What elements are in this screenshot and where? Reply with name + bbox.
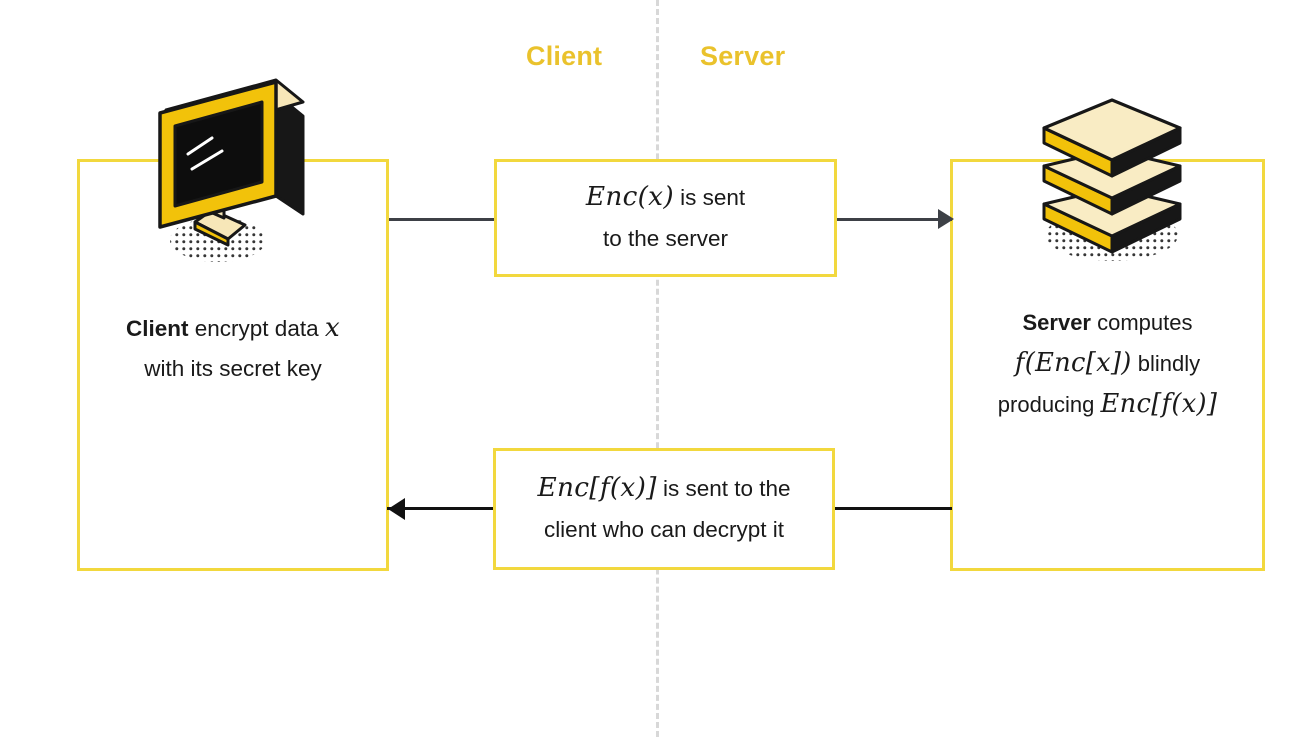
message-1-formula: Enc(x) [585, 182, 674, 212]
server-description-line-3: producing Enc[f(x)] [953, 384, 1262, 425]
server-description: Server computes f(Enc[x]) blindly produc… [953, 302, 1262, 425]
server-blindly-text: blindly [1131, 351, 1201, 376]
client-description-line-2: with its secret key [144, 356, 322, 381]
client-description-text: encrypt data [188, 316, 325, 341]
client-variable-x: x [324, 313, 340, 343]
server-slab-top [1042, 98, 1182, 178]
screen-glare-line-2 [190, 149, 224, 171]
client-description: Client encrypt data x with its secret ke… [80, 308, 386, 389]
client-description-line-1: Client encrypt data x [80, 308, 386, 349]
server-stack-icon [1020, 92, 1205, 272]
server-description-line-1: Server computes [953, 302, 1262, 343]
column-heading-client: Client [526, 41, 603, 71]
message-box-client-to-server: Enc(x) is sent to the server [494, 159, 837, 277]
server-description-line-2: f(Enc[x]) blindly [953, 343, 1262, 384]
server-producing-text: producing [997, 392, 1101, 417]
column-heading-server: Server [700, 41, 786, 71]
message-2-formula: Enc[f(x)] [537, 473, 657, 503]
message-1-line-1: Enc(x) is sent [586, 177, 745, 218]
server-panel: Server computes f(Enc[x]) blindly produc… [950, 159, 1265, 571]
server-formula-enc-f-x: Enc[f(x)] [1100, 389, 1218, 419]
message-1-text: is sent [673, 185, 746, 210]
message-2-text: is sent to the [656, 476, 791, 501]
arrow-server-to-client-head [388, 498, 405, 520]
arrow-client-to-server-head [938, 209, 954, 229]
screen-glare-line-1 [186, 136, 214, 156]
server-label-strong: Server [1022, 310, 1091, 335]
client-label-strong: Client [126, 316, 189, 341]
message-2-line-1: Enc[f(x)] is sent to the [537, 468, 790, 509]
client-server-divider [656, 0, 659, 737]
client-panel: Client encrypt data x with its secret ke… [77, 159, 389, 571]
message-box-server-to-client: Enc[f(x)] is sent to the client who can … [493, 448, 835, 570]
message-2-line-2: client who can decrypt it [543, 517, 785, 542]
message-1-line-2: to the server [602, 226, 729, 251]
server-formula-f-enc-x: f(Enc[x]) [1014, 348, 1132, 378]
server-description-text: computes [1091, 310, 1193, 335]
desktop-monitor-icon [140, 72, 325, 267]
